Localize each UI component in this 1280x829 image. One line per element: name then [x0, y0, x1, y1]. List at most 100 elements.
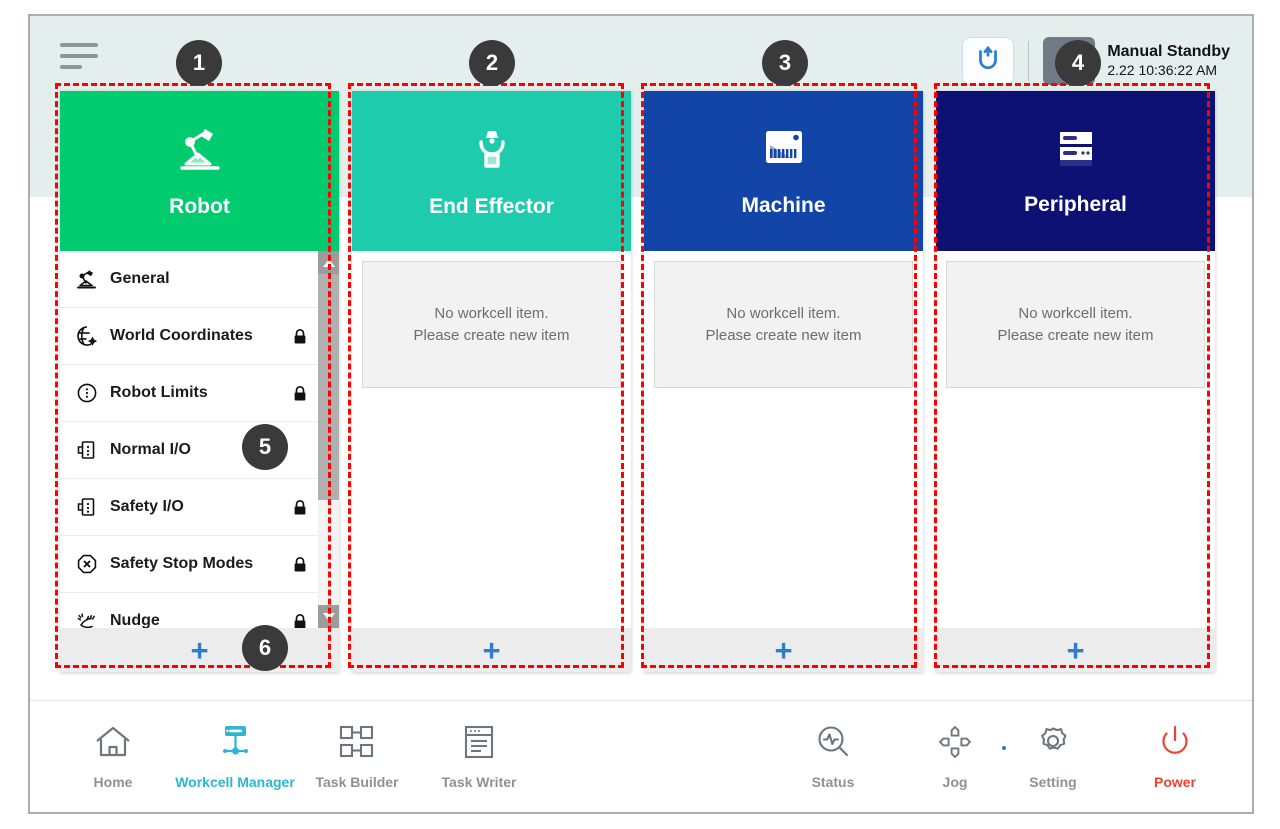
list-item-label: Safety I/O	[110, 498, 184, 515]
nav-label: Task Builder	[315, 773, 399, 790]
workcell-manager-icon	[215, 724, 255, 765]
robot-reset-icon	[973, 44, 1003, 79]
robot-reset-button[interactable]	[962, 37, 1015, 85]
lock-icon	[291, 613, 309, 628]
empty-state-end-effector: No workcell item. Please create new item	[362, 261, 621, 388]
power-icon	[1155, 724, 1195, 765]
nav-item-power[interactable]: Power	[1114, 724, 1236, 790]
home-icon	[93, 724, 133, 765]
hamburger-line	[60, 65, 82, 69]
add-end-effector-item-button[interactable]: +	[352, 628, 631, 672]
hamburger-line	[60, 54, 98, 58]
lock-icon	[291, 328, 309, 345]
header-status-area: Manual Standby 2.22 10:36:22 AM	[962, 32, 1230, 90]
nudge-hand-icon	[72, 609, 102, 628]
column-title: Peripheral	[1024, 192, 1127, 216]
empty-state-line1: No workcell item.	[434, 305, 549, 322]
lock-icon	[291, 556, 309, 573]
separator-dot-icon	[1002, 745, 1006, 750]
column-header-robot[interactable]: Robot	[60, 91, 339, 251]
nav-item-workcell-manager[interactable]: Workcell Manager	[174, 724, 296, 790]
status-text-block: Manual Standby 2.22 10:36:22 AM	[1107, 42, 1230, 80]
list-item-normal-io[interactable]: Normal I/O	[60, 422, 318, 479]
workcell-column-end-effector: End Effector No workcell item. Please cr…	[352, 91, 631, 672]
robot-list-scrollbar[interactable]	[318, 251, 339, 628]
workcell-column-machine: Machine No workcell item. Please create …	[644, 91, 923, 672]
list-item-world-coordinates[interactable]: World Coordinates	[60, 308, 318, 365]
empty-state-line2: Please create new item	[413, 327, 570, 344]
nav-label: Workcell Manager	[175, 773, 295, 790]
scrollbar-thumb[interactable]	[318, 274, 339, 500]
jog-icon	[935, 724, 975, 765]
add-machine-item-button[interactable]: +	[644, 628, 923, 672]
header-divider	[1028, 41, 1030, 81]
scroll-down-button[interactable]	[318, 605, 339, 628]
hamburger-line	[60, 43, 98, 47]
column-title: End Effector	[429, 194, 554, 218]
scroll-up-button[interactable]	[318, 251, 339, 274]
nav-item-setting[interactable]: Setting	[992, 724, 1114, 790]
robot-arm-icon	[72, 268, 102, 290]
status-datetime: 2.22 10:36:22 AM	[1107, 62, 1218, 79]
nav-item-home[interactable]: Home	[52, 724, 174, 790]
peripheral-rack-icon	[1049, 126, 1103, 179]
empty-state-line1: No workcell item.	[726, 305, 841, 322]
nav-left-group: Home Workcell Manager	[52, 724, 540, 790]
column-body-machine: No workcell item. Please create new item	[644, 251, 923, 628]
workcell-columns: Robot General	[60, 91, 1226, 672]
empty-state-peripheral: No workcell item. Please create new item	[946, 261, 1205, 388]
plus-icon: +	[190, 632, 209, 668]
setting-gear-icon	[1033, 724, 1073, 765]
list-item-safety-stop-modes[interactable]: Safety Stop Modes	[60, 536, 318, 593]
column-body-robot: General World Coordinates	[60, 251, 339, 628]
chevron-up-icon	[322, 258, 335, 267]
nav-item-task-builder[interactable]: Task Builder	[296, 724, 418, 790]
nav-label: Home	[93, 773, 133, 790]
plus-icon: +	[482, 632, 501, 668]
list-item-safety-io[interactable]: Safety I/O	[60, 479, 318, 536]
robot-limits-icon	[72, 381, 102, 405]
empty-state-line2: Please create new item	[997, 327, 1154, 344]
column-header-end-effector[interactable]: End Effector	[352, 91, 631, 251]
io-port-icon	[72, 495, 102, 519]
lock-icon	[291, 385, 309, 402]
empty-state-line1: No workcell item.	[1018, 305, 1133, 322]
manual-hand-icon	[1052, 44, 1086, 79]
add-peripheral-item-button[interactable]: +	[936, 628, 1215, 672]
column-header-peripheral[interactable]: Peripheral	[936, 91, 1215, 251]
nav-item-status[interactable]: Status	[772, 724, 894, 790]
list-item-label: Normal I/O	[110, 441, 191, 458]
list-item-general[interactable]: General	[60, 251, 318, 308]
list-item-label: Robot Limits	[110, 384, 208, 401]
nav-right-group: Status Jog	[772, 724, 1236, 790]
nav-item-jog[interactable]: Jog	[894, 724, 1016, 790]
list-item-nudge[interactable]: Nudge	[60, 593, 318, 628]
workcell-column-robot: Robot General	[60, 91, 339, 672]
plus-icon: +	[1066, 632, 1085, 668]
gripper-icon	[467, 124, 517, 181]
list-item-label: General	[110, 270, 170, 287]
column-title: Machine	[741, 193, 826, 217]
lock-icon	[291, 499, 309, 516]
world-coordinates-icon	[72, 324, 102, 348]
teach-pendant-screen: Manual Standby 2.22 10:36:22 AM	[28, 14, 1254, 814]
chevron-down-icon	[322, 612, 335, 621]
nav-label: Status	[811, 773, 855, 790]
hamburger-menu-icon[interactable]	[60, 36, 108, 76]
column-header-machine[interactable]: Machine	[644, 91, 923, 251]
io-port-icon	[72, 438, 102, 462]
nav-label: Jog	[942, 773, 968, 790]
task-builder-icon	[337, 724, 377, 765]
workcell-column-peripheral: Peripheral No workcell item. Please crea…	[936, 91, 1215, 672]
plus-icon: +	[774, 632, 793, 668]
list-item-label: Nudge	[110, 612, 160, 628]
nav-item-task-writer[interactable]: Task Writer	[418, 724, 540, 790]
list-item-robot-limits[interactable]: Robot Limits	[60, 365, 318, 422]
add-robot-item-button[interactable]: +	[60, 628, 339, 672]
status-title: Manual Standby	[1107, 43, 1230, 61]
manual-mode-button[interactable]	[1043, 37, 1096, 85]
robot-arm-icon	[172, 124, 228, 181]
machine-icon	[758, 125, 810, 180]
robot-settings-list: General World Coordinates	[60, 251, 339, 628]
column-body-peripheral: No workcell item. Please create new item	[936, 251, 1215, 628]
